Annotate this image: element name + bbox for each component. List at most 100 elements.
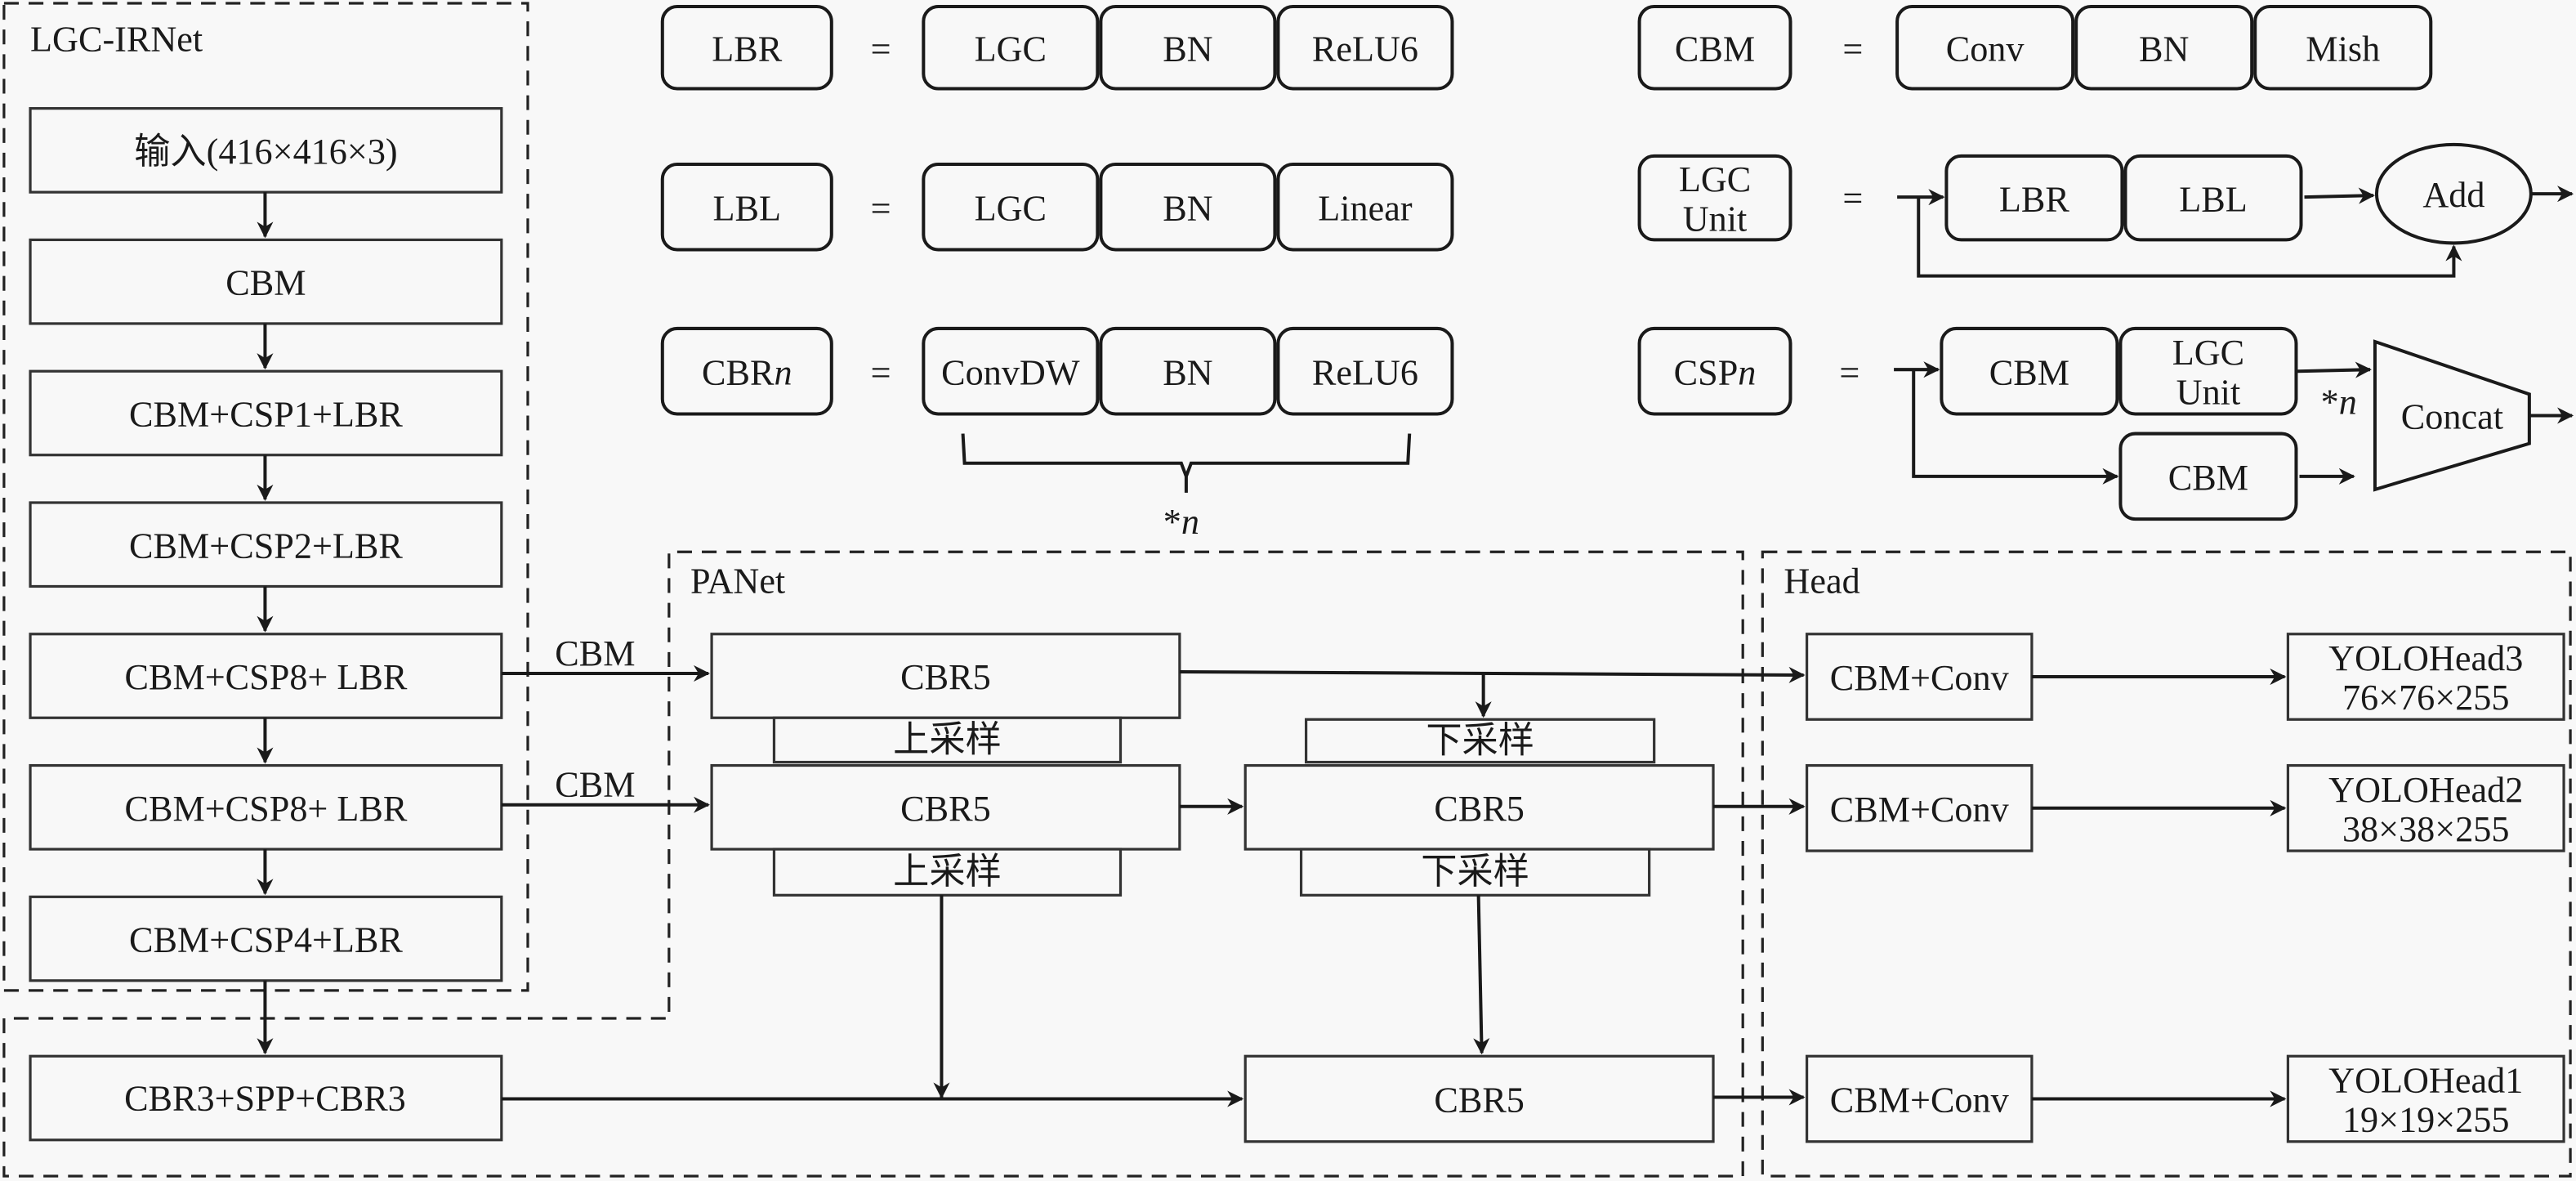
lbl-def-name: LBL xyxy=(660,162,833,252)
lbr-part-label: LGC xyxy=(975,29,1047,69)
lbr-def-name-label: LBR xyxy=(712,29,782,69)
yolo-head-output-label: YOLOHead1 xyxy=(2328,1060,2523,1100)
arrow xyxy=(2304,187,2375,204)
backbone-block: CBM+CSP1+LBR xyxy=(29,369,503,457)
lbl-part: BN xyxy=(1099,162,1277,252)
csp-cbm-label: CBM xyxy=(1989,352,2069,392)
backbone-block: CBM xyxy=(29,238,503,325)
lbr-def-name: LBR xyxy=(660,5,833,91)
edge-label-cbm: CBM xyxy=(555,765,635,805)
lbl-part-label: LGC xyxy=(975,188,1047,228)
downsample-block-label: 下采样 xyxy=(1426,720,1534,760)
spp-label: CBR3+SPP+CBR3 xyxy=(124,1079,406,1119)
lgc-unit-part: LBL xyxy=(2123,154,2303,242)
downsample-block-label: 下采样 xyxy=(1421,852,1529,892)
cbrn-part-label: ReLU6 xyxy=(1312,352,1418,392)
lgc-unit-part: LBR xyxy=(1944,154,2124,242)
lgc-unit-def-name-label: Unit xyxy=(1683,199,1748,239)
arrow xyxy=(1179,666,1806,683)
csp-lgc-unit-label: Unit xyxy=(2176,372,2241,412)
upsample-block-label: 上采样 xyxy=(893,852,1002,892)
backbone-block-label: CBM+CSP8+ LBR xyxy=(124,657,407,697)
downsample-block: 下采样 xyxy=(1299,848,1651,897)
downsample-block: 下采样 xyxy=(1304,718,1656,764)
csp-repeat: *n xyxy=(2321,382,2357,422)
backbone-block: CBM+CSP4+LBR xyxy=(29,895,503,982)
equals-sign: = xyxy=(1839,352,1859,392)
cbm-part: BN xyxy=(2074,5,2254,91)
lbl-part-label: Linear xyxy=(1318,188,1413,228)
backbone-title: LGC-IRNet xyxy=(30,19,203,59)
cbm-def-name-label: CBM xyxy=(1675,29,1755,69)
cbrn-def-name: CBRn xyxy=(660,326,833,416)
csp-def-name: CSPn xyxy=(1637,326,1792,416)
backbone-block-label: 输入(416×416×3) xyxy=(134,132,397,172)
equals-sign: = xyxy=(1842,29,1863,69)
cbm-conv-block-label: CBM+Conv xyxy=(1830,790,2010,830)
cbm-conv-block: CBM+Conv xyxy=(1805,763,2034,852)
cbm-conv-block-label: CBM+Conv xyxy=(1830,658,2010,698)
panet-title: PANet xyxy=(690,561,786,602)
csp-def-name-label: CSPn xyxy=(1674,352,1757,392)
cbm-def-name: CBM xyxy=(1637,5,1792,91)
upsample-block-label: 上采样 xyxy=(893,719,1002,759)
backbone-block: 输入(416×416×3) xyxy=(29,107,503,194)
cbm-part-label: BN xyxy=(2139,29,2189,69)
lbr-part: LGC xyxy=(922,5,1100,91)
residual-arrow xyxy=(1917,197,2462,278)
backbone-block: CBM+CSP8+ LBR xyxy=(29,633,503,719)
upsample-block: 上采样 xyxy=(772,848,1123,897)
lgc-unit-part-label: LBL xyxy=(2179,179,2247,219)
head-region: Head xyxy=(1761,550,2572,1178)
equals-sign: = xyxy=(871,352,891,392)
cbr5-block: CBR5 xyxy=(710,633,1181,719)
arrow xyxy=(2297,361,2372,378)
edge-label-cbm: CBM xyxy=(555,633,635,673)
spp-block: CBR3+SPP+CBR3 xyxy=(29,1054,503,1142)
lbr-part-label: BN xyxy=(1163,29,1212,69)
cbm-conv-block-label: CBM+Conv xyxy=(1830,1080,2010,1121)
cbrn-part-label: ConvDW xyxy=(941,352,1080,392)
cbr5-block-label: CBR5 xyxy=(1434,1080,1525,1121)
panet-region: PANet xyxy=(2,550,1744,1178)
cbrn-def-name-label: CBRn xyxy=(702,352,792,392)
cbr5-block: CBR5 xyxy=(710,763,1181,851)
yolo-head-output-label: 38×38×255 xyxy=(2342,809,2510,849)
concat-label: Concat xyxy=(2401,397,2504,437)
cbm-part: Mish xyxy=(2253,5,2433,91)
cbrn-part: ReLU6 xyxy=(1276,326,1454,416)
yolo-head-output-label: YOLOHead2 xyxy=(2328,770,2523,810)
cbr5-block-label: CBR5 xyxy=(900,657,991,697)
lbl-part-label: BN xyxy=(1163,188,1212,228)
cbm-conv-block: CBM+Conv xyxy=(1805,633,2034,721)
upsample-block: 上采样 xyxy=(772,716,1123,764)
cbrn-part: ConvDW xyxy=(922,326,1100,416)
csp-lgc-unit-label: LGC xyxy=(2172,333,2244,373)
lbl-def-name-label: LBL xyxy=(713,188,782,228)
backbone-block-label: CBM+CSP4+LBR xyxy=(129,920,403,960)
cbrn-part: BN xyxy=(1099,326,1277,416)
backbone-block: CBM+CSP8+ LBR xyxy=(29,763,503,851)
lbl-part: LGC xyxy=(922,162,1100,252)
backbone-block: CBM+CSP2+LBR xyxy=(29,501,503,588)
cbr5-block-label: CBR5 xyxy=(1434,789,1525,829)
add-node: Add xyxy=(2374,142,2533,245)
cbr5-block: CBR5 xyxy=(1243,763,1715,851)
backbone-block-label: CBM+CSP2+LBR xyxy=(129,526,403,566)
cbm-conv-block: CBM+Conv xyxy=(1805,1054,2034,1143)
arrow xyxy=(1473,895,1490,1055)
equals-sign: = xyxy=(871,29,891,69)
csp-cbm-bypass-label: CBM xyxy=(2168,458,2248,498)
arrow xyxy=(1912,369,2119,485)
backbone-region: LGC-IRNet xyxy=(2,2,529,992)
cbm-part-label: Conv xyxy=(1946,29,2025,69)
backbone-block-label: CBM+CSP8+ LBR xyxy=(124,789,407,829)
cbr5-block-label: CBR5 xyxy=(900,789,991,829)
cbr5-block: CBR5 xyxy=(1243,1054,1715,1143)
backbone-block-label: CBM+CSP1+LBR xyxy=(129,395,403,435)
concat-node: Concat xyxy=(2373,339,2531,492)
head-title: Head xyxy=(1784,561,1859,602)
